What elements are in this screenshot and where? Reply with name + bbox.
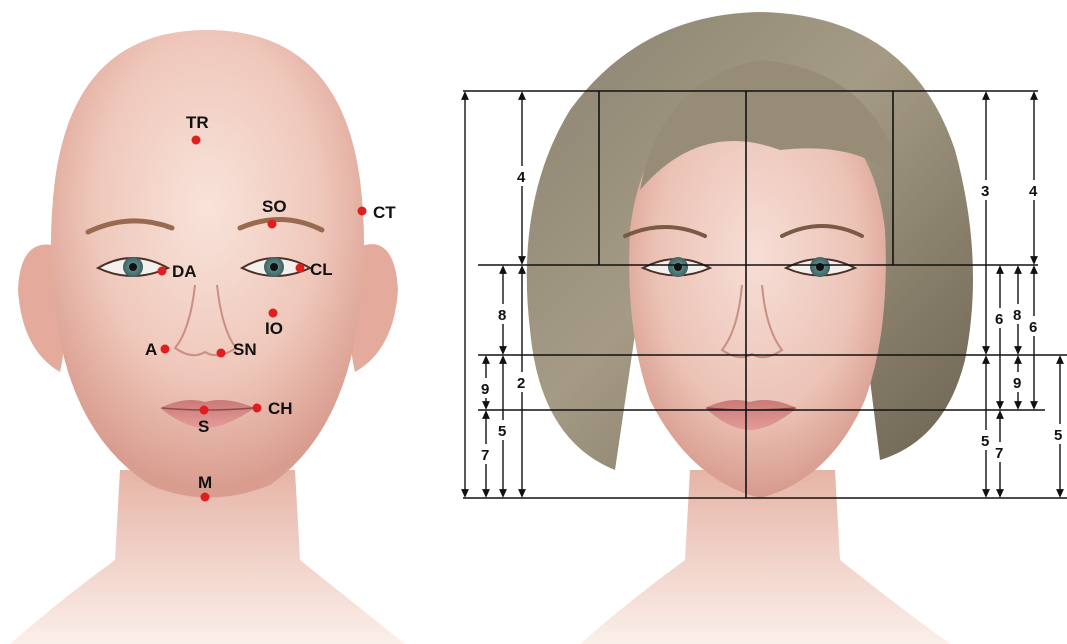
- landmark-label-sn: SN: [233, 340, 257, 359]
- landmark-label-ch: CH: [268, 399, 293, 418]
- prop-label-right-6b: 6: [1029, 319, 1037, 336]
- landmark-label-cl: CL: [310, 260, 333, 279]
- landmark-label-tr: TR: [186, 113, 209, 132]
- prop-label-right-4: 4: [1029, 183, 1038, 200]
- landmark-label-da: DA: [172, 262, 197, 281]
- prop-label-left-2: 2: [517, 375, 525, 392]
- prop-label-left-7: 7: [481, 447, 489, 464]
- prop-label-left-5: 5: [498, 423, 506, 440]
- landmark-label-a: A: [145, 340, 157, 359]
- landmark-label-s: S: [198, 417, 209, 436]
- landmark-s: S: [198, 406, 209, 437]
- prop-label-right-6a: 6: [995, 311, 1003, 328]
- landmark-label-m: M: [198, 473, 212, 492]
- landmark-label-io: IO: [265, 319, 283, 338]
- prop-label-left-9: 9: [481, 381, 489, 398]
- right-face-illustration: [527, 12, 973, 644]
- prop-label-right-5a: 5: [981, 433, 989, 450]
- prop-label-left-8: 8: [498, 307, 506, 324]
- prop-label-right-3: 3: [981, 183, 989, 200]
- landmark-label-ct: CT: [373, 203, 396, 222]
- landmark-label-so: SO: [262, 197, 287, 216]
- prop-label-right-9: 9: [1013, 375, 1021, 392]
- prop-label-right-5b: 5: [1054, 427, 1062, 444]
- prop-label-right-7: 7: [995, 445, 1003, 462]
- prop-label-right-8: 8: [1013, 307, 1021, 324]
- prop-label-left-4: 4: [517, 169, 526, 186]
